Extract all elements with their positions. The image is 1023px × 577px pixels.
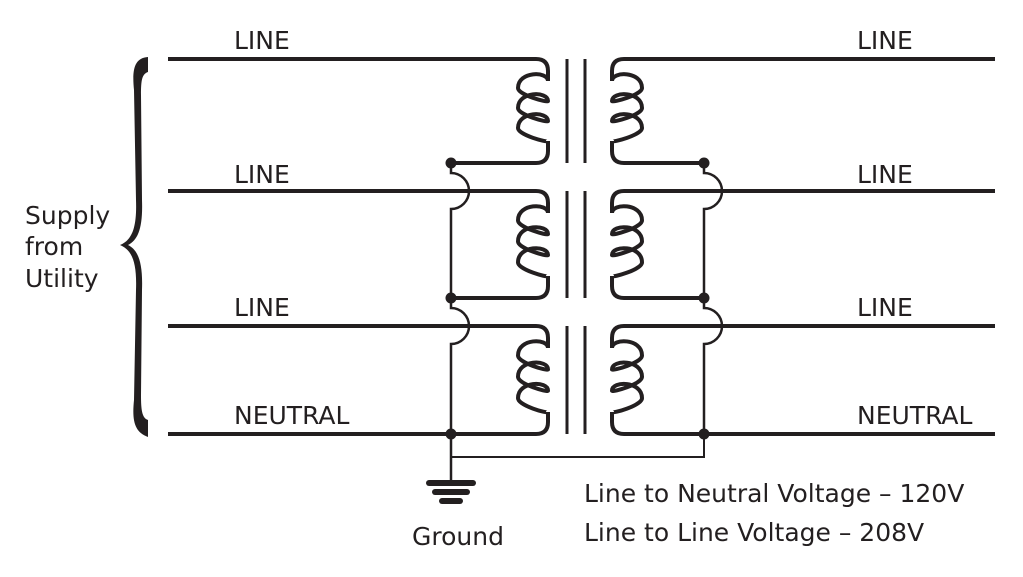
line-to-neutral-voltage-note: Line to Neutral Voltage – 120V xyxy=(584,479,964,508)
wiring xyxy=(168,57,995,480)
primary-winding-2-tap xyxy=(451,285,550,300)
supply-label-line1: Supply xyxy=(25,201,110,230)
primary-line-1-label: LINE xyxy=(234,26,290,55)
supply-brace xyxy=(120,57,148,437)
secondary-line-2-label: LINE xyxy=(857,160,913,189)
secondary-winding-1 xyxy=(609,71,645,151)
primary-winding-3-tap xyxy=(451,421,550,436)
line-to-line-voltage-note: Line to Line Voltage – 208V xyxy=(584,518,924,547)
secondary-winding-3 xyxy=(609,338,645,422)
primary-line-2 xyxy=(168,189,550,204)
secondary-neutral-label: NEUTRAL xyxy=(857,401,973,430)
secondary-line-3 xyxy=(610,324,995,339)
supply-label-line3: Utility xyxy=(25,264,99,293)
ground-icon xyxy=(426,480,476,504)
secondary-winding-2 xyxy=(609,203,645,286)
neutral-bond-wire xyxy=(451,434,705,458)
secondary-line-1 xyxy=(610,57,995,72)
ground-label: Ground xyxy=(412,522,504,551)
primary-line-3-label: LINE xyxy=(234,293,290,322)
supply-label-line2: from xyxy=(25,232,83,261)
primary-line-3 xyxy=(168,324,550,339)
secondary-junction-2 xyxy=(698,292,710,304)
primary-winding-1 xyxy=(515,71,551,151)
secondary-winding-1-tap xyxy=(610,150,704,165)
primary-neutral-bus xyxy=(449,163,471,434)
primary-line-2-label: LINE xyxy=(234,160,290,189)
secondary-junction-1 xyxy=(698,157,710,169)
secondary-winding-3-tap xyxy=(610,421,704,436)
secondary-line-1-label: LINE xyxy=(857,26,913,55)
secondary-line-2 xyxy=(610,189,995,204)
primary-winding-3 xyxy=(515,338,551,422)
primary-junction-2 xyxy=(445,292,457,304)
primary-line-1 xyxy=(168,57,550,72)
secondary-neutral-bus xyxy=(702,163,724,434)
secondary-line-3-label: LINE xyxy=(857,293,913,322)
secondary-winding-2-tap xyxy=(610,285,704,300)
primary-winding-1-tap xyxy=(451,150,550,165)
primary-neutral-label: NEUTRAL xyxy=(234,401,350,430)
primary-winding-2 xyxy=(515,203,551,286)
primary-junction-1 xyxy=(445,157,457,169)
